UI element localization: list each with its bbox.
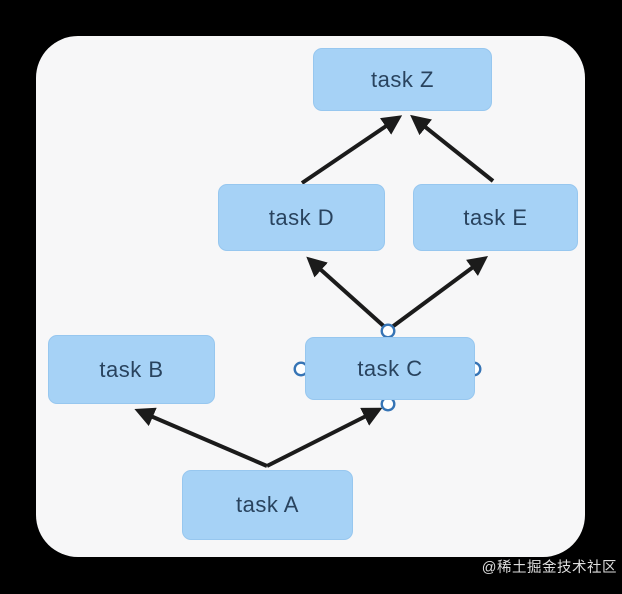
node-task-c-label: task C (357, 355, 423, 381)
node-task-b[interactable]: task B (48, 335, 215, 404)
node-task-e-label: task E (463, 204, 528, 230)
edge-task-a-to-task-c[interactable] (266, 407, 383, 468)
node-task-a-label: task A (236, 492, 299, 517)
node-task-z-label: task Z (371, 66, 434, 92)
node-task-b-label: task B (99, 356, 164, 382)
node-task-z[interactable]: task Z (313, 48, 492, 111)
flow-canvas[interactable]: task Z task D task E task B task C task … (36, 36, 585, 557)
edge-task-a-to-task-b[interactable] (134, 407, 268, 468)
edge-task-e-to-task-z[interactable] (410, 114, 495, 183)
node-task-e[interactable]: task E (413, 184, 578, 251)
watermark: @稀土掘金技术社区 (481, 560, 617, 576)
node-task-c[interactable]: task C (305, 337, 475, 400)
edge-task-c-to-task-d[interactable] (306, 256, 390, 332)
edge-task-c-to-task-e[interactable] (386, 256, 489, 332)
node-task-d[interactable]: task D (218, 184, 385, 251)
node-task-a[interactable]: task A (182, 470, 353, 540)
node-task-d-label: task D (268, 204, 335, 230)
edge-task-d-to-task-z[interactable] (300, 115, 403, 185)
